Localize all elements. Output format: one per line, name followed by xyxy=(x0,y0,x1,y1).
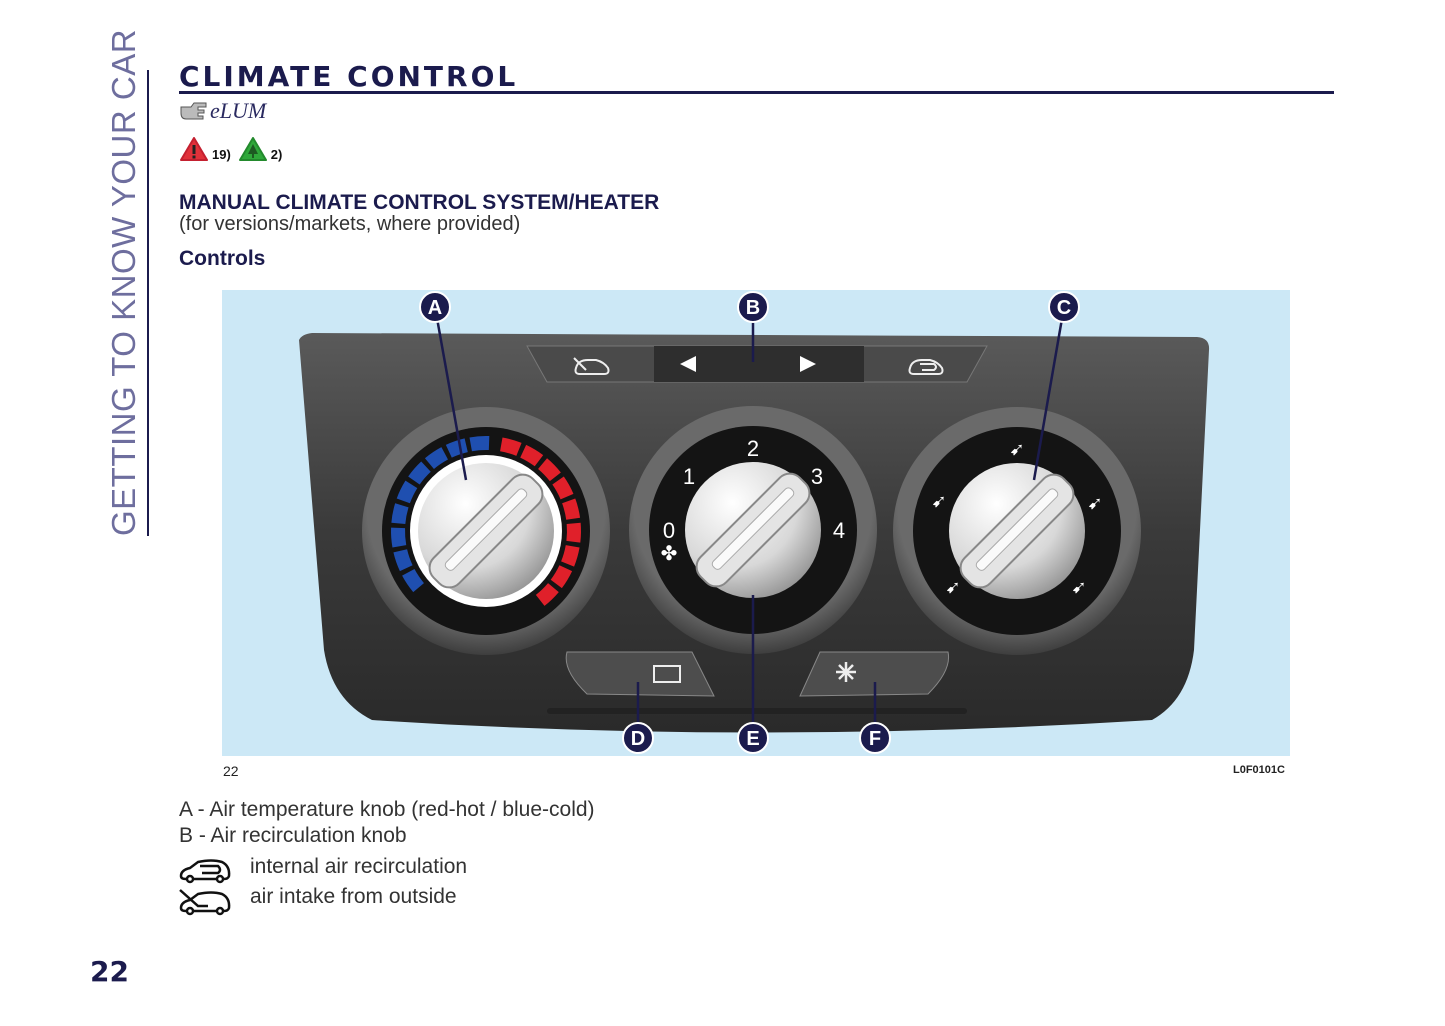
callout-b: B xyxy=(737,291,769,323)
callout-c: C xyxy=(1048,291,1080,323)
arrow-right-icon xyxy=(800,356,816,372)
environment-warning-icon xyxy=(238,137,267,161)
air-distribution-icon: ➹ xyxy=(1009,439,1024,459)
air-distribution-icon: ➹ xyxy=(945,577,960,597)
fan-speed-knob-e[interactable]: 0 1 2 3 4 ✤ xyxy=(629,406,877,654)
rear-defrost-button-d[interactable] xyxy=(565,651,715,697)
callout-f: F xyxy=(859,722,891,754)
callout-e: E xyxy=(737,722,769,754)
fan-icon: ✤ xyxy=(661,543,678,565)
air-distribution-icon: ➹ xyxy=(1087,493,1102,513)
callout-letter: A xyxy=(428,297,442,319)
recirculation-knob-b[interactable] xyxy=(526,345,988,383)
cold-segment xyxy=(402,568,425,593)
icon-legend-internal: internal air recirculation xyxy=(250,855,468,878)
warning-ref: 2) xyxy=(270,147,283,162)
outside-air-intake-icon xyxy=(179,889,231,916)
warning-ref: 19) xyxy=(212,147,231,162)
climate-panel-figure: 0 1 2 3 4 ✤ ➹ ➹ ➹ ➹ ➹ A B C D E F xyxy=(222,290,1290,756)
page-number: 22 xyxy=(90,955,129,988)
cold-segment xyxy=(393,549,413,572)
hot-segment xyxy=(566,522,581,543)
legend-item-b: B - Air recirculation knob xyxy=(179,824,407,847)
fan-speed-label: 1 xyxy=(683,464,695,489)
panel-slot xyxy=(547,708,967,714)
internal-recirculation-icon xyxy=(908,359,944,375)
title-rule xyxy=(179,91,1334,94)
section-title: MANUAL CLIMATE CONTROL SYSTEM/HEATER xyxy=(179,191,660,214)
figure-number: 22 xyxy=(223,763,239,779)
cold-segment xyxy=(396,480,418,504)
temperature-knob-a[interactable] xyxy=(362,407,610,655)
callout-letter: E xyxy=(746,728,759,750)
callout-letter: D xyxy=(631,728,645,750)
internal-recirculation-icon xyxy=(179,859,231,884)
ac-compressor-button-f[interactable] xyxy=(799,651,950,697)
hot-segment xyxy=(537,458,561,482)
air-distribution-knob-c[interactable]: ➹ ➹ ➹ ➹ ➹ xyxy=(893,407,1141,655)
hot-segment xyxy=(499,437,522,456)
fan-speed-label: 3 xyxy=(811,464,823,489)
cold-segment xyxy=(445,438,468,458)
legend-item-a: A - Air temperature knob (red-hot / blue… xyxy=(179,798,595,821)
callout-letter: C xyxy=(1057,297,1071,319)
section-side-tab: GETTING TO KNOW YOUR CAR xyxy=(105,28,142,536)
snowflake-icon xyxy=(836,662,856,682)
callout-a: A xyxy=(419,291,451,323)
hot-segment xyxy=(535,582,559,606)
callout-d: D xyxy=(622,722,654,754)
air-distribution-icon: ➹ xyxy=(931,491,946,511)
cold-segment xyxy=(469,436,490,452)
fan-speed-label: 4 xyxy=(833,518,845,543)
cold-segment xyxy=(391,503,409,525)
cold-segment xyxy=(391,527,407,548)
hot-segment xyxy=(562,498,581,520)
page-title: CLIMATE CONTROL xyxy=(179,60,519,93)
air-distribution-icon: ➹ xyxy=(1071,577,1086,597)
elum-reference: eLUM xyxy=(180,98,266,124)
fan-speed-label: 2 xyxy=(747,436,759,461)
section-subtitle: (for versions/markets, where provided) xyxy=(179,213,521,235)
icon-legend-outside: air intake from outside xyxy=(250,885,457,908)
rear-defrost-icon xyxy=(653,665,681,683)
hot-segment xyxy=(561,544,580,567)
pointing-hand-icon xyxy=(180,102,207,120)
callout-letter: F xyxy=(869,728,881,750)
side-divider xyxy=(147,70,149,536)
hot-segment xyxy=(520,444,544,467)
hot-segment xyxy=(550,565,573,589)
outside-air-intake-icon xyxy=(573,357,610,375)
hot-segment xyxy=(552,476,574,500)
fan-speed-label: 0 xyxy=(663,518,675,543)
arrow-left-icon xyxy=(680,356,696,372)
cold-segment xyxy=(424,447,449,470)
cold-segment xyxy=(408,461,431,485)
warning-refs: 19) 2) xyxy=(180,136,282,162)
danger-warning-icon xyxy=(180,137,208,161)
figure-code: L0F0101C xyxy=(1233,764,1285,776)
subsection-title: Controls xyxy=(179,247,266,270)
callout-letter: B xyxy=(746,297,760,319)
elum-label: eLUM xyxy=(210,98,267,123)
